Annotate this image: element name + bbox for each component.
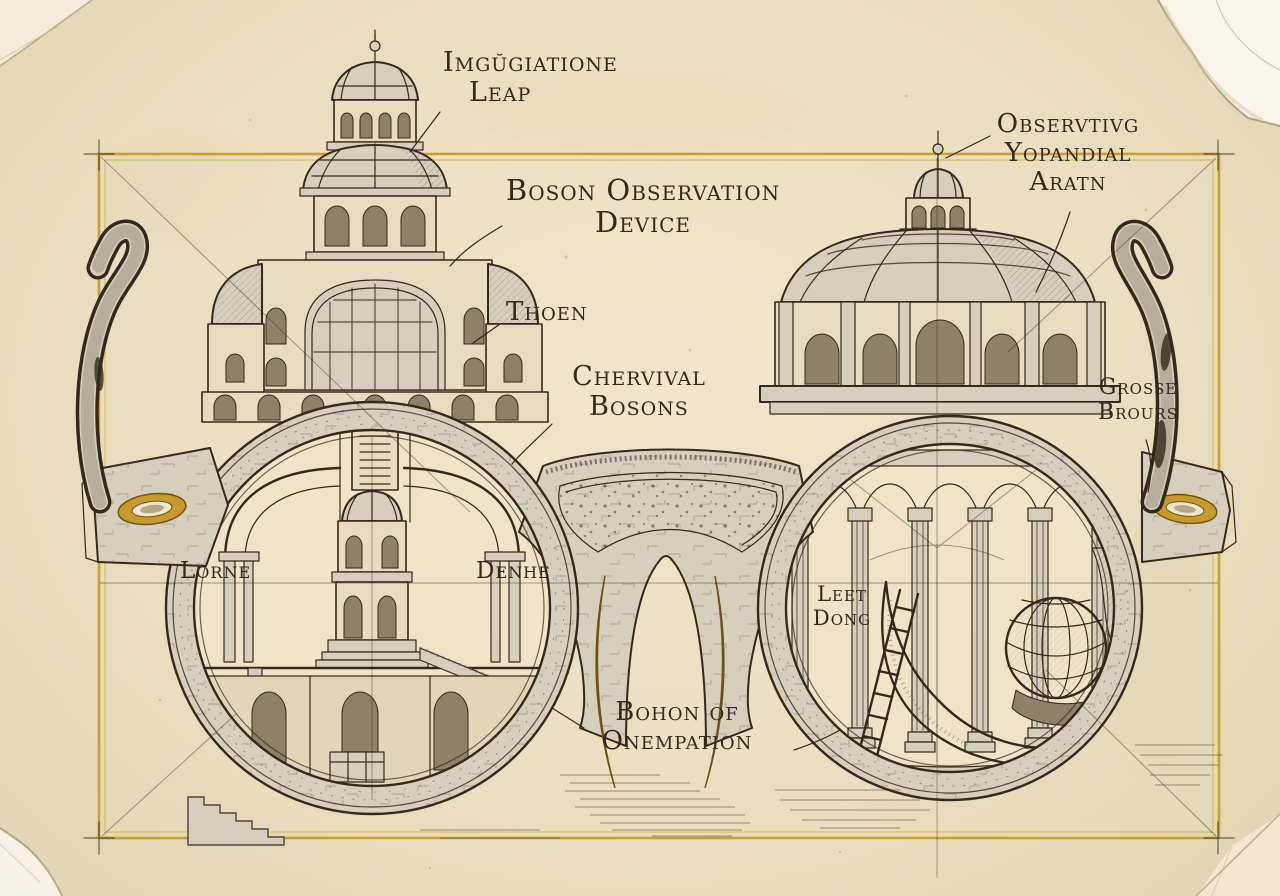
label-line: Imgŭgiatione — [443, 47, 618, 78]
left-temple-arm — [75, 219, 150, 514]
tempietto — [315, 490, 429, 669]
label-line: Bohon of — [615, 697, 739, 727]
exterior-staircase — [187, 796, 285, 846]
label-grosse-brours: Grosse Brours — [1082, 375, 1194, 425]
top-right-tear — [1157, 0, 1280, 127]
label-line: Leet — [817, 582, 867, 606]
label-observtivg-yopandial-aratn: Observtivg Yopandial Aratn — [972, 109, 1164, 198]
corner-tick-marks — [83, 139, 1235, 855]
label-line: Denhe — [476, 558, 551, 584]
label-line: Observtivg — [996, 109, 1140, 139]
label-line: Brours — [1098, 399, 1178, 425]
bottom-right-fold — [1195, 813, 1280, 896]
left-lens-frame — [164, 400, 580, 816]
label-line: Lorne — [180, 558, 252, 584]
label-line: Thoen — [506, 297, 588, 327]
left-hinge — [81, 447, 229, 567]
label-leet-dong: Leet Dong — [802, 582, 882, 630]
label-boson-observation-device: Boson Observation Device — [498, 174, 788, 239]
bottom-left-tear — [0, 827, 63, 896]
label-imgugiatione-leap: Imgŭgiatione Leap — [443, 47, 618, 109]
label-line: Yopandial — [1004, 138, 1132, 169]
label-line: Aratn — [1029, 167, 1107, 198]
label-thoen: Thoen — [506, 297, 588, 327]
label-line: Onempation — [601, 726, 753, 757]
ladder — [856, 588, 920, 762]
globe — [1004, 596, 1108, 700]
label-lorne: Lorne — [180, 558, 252, 585]
leader-lines — [409, 111, 1152, 751]
construction-lines — [100, 156, 1218, 878]
label-chervival-bosons: Chervival Bosons — [540, 361, 738, 423]
label-line: Dong — [812, 605, 872, 630]
nose-gold-trim — [595, 575, 725, 789]
label-line: Boson Observation — [505, 173, 781, 207]
top-left-fold — [0, 0, 93, 67]
right-building-dome — [759, 130, 1121, 415]
right-lens-frame — [756, 414, 1144, 802]
glasses-bridge — [518, 448, 814, 747]
right-temple-arm — [1110, 219, 1179, 514]
label-line: Device — [594, 205, 692, 240]
label-line: Chervival — [572, 361, 706, 392]
gold-rivet — [117, 492, 187, 526]
label-line: Leap — [469, 77, 532, 109]
label-denhe: Denhe — [476, 558, 551, 585]
label-line: Bosons — [589, 391, 689, 423]
label-line: Grosse — [1098, 375, 1178, 400]
label-bohon-of-onempation: Bohon of Onempation — [556, 697, 798, 757]
shadow-hatching — [420, 744, 1222, 839]
gold-rivet — [1152, 493, 1218, 525]
